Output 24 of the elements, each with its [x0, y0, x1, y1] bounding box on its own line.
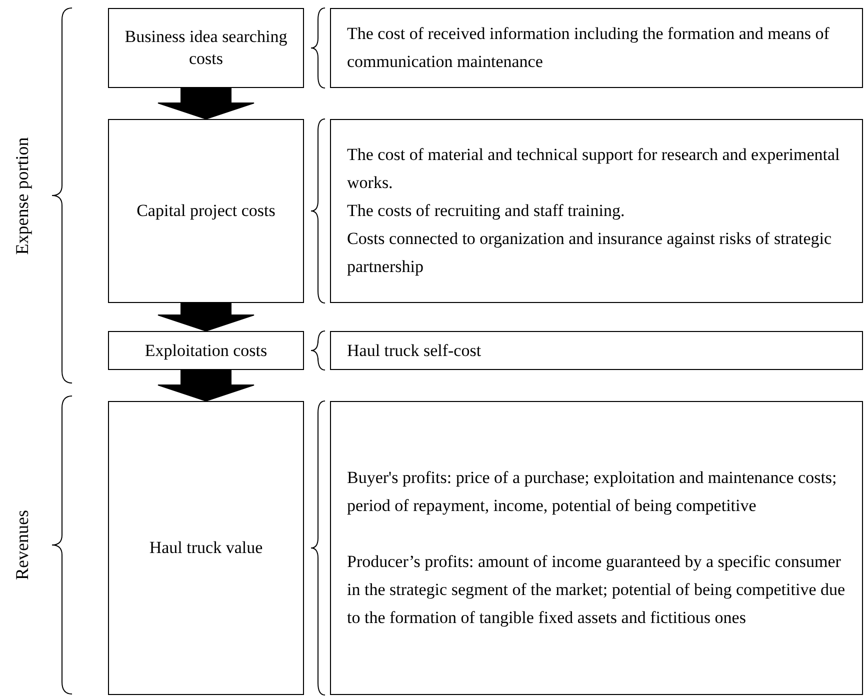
box-text: Costs connected to organization and insurance against risks of strategic partnership: [347, 228, 833, 278]
box-text: Producer’s profits: amount of income guaranteed by a specific consumer in the strategic segment of the market; potential of being competitive due to the formation of tangible fixed assets and fictitious ones: [347, 551, 846, 629]
box-text: Capital project costs: [136, 200, 276, 222]
description-box: [330, 401, 863, 695]
box-text: Business idea searching costs: [124, 26, 288, 70]
block-arrow: [158, 88, 254, 120]
description-box: [330, 331, 863, 370]
process-box: [108, 331, 304, 370]
process-box: [108, 8, 304, 88]
box-text: The costs of recruiting and staff training.: [347, 200, 625, 222]
box-text: Haul truck value: [149, 537, 263, 559]
box-text: The cost of material and technical support for research and experimental works.: [347, 144, 841, 194]
box-text: Haul truck self-cost: [347, 340, 482, 362]
section-label: Expense portion: [12, 137, 32, 255]
box-text: Exploitation costs: [144, 340, 268, 362]
box-text: The cost of received information including the formation and means of communication maintenance: [347, 23, 830, 73]
section-label: Revenues: [12, 510, 32, 580]
description-box: [330, 119, 863, 303]
block-arrow: [158, 370, 254, 402]
description-box: [330, 8, 863, 88]
process-box: [108, 119, 304, 303]
box-text: Buyer's profits: price of a purchase; exploitation and maintenance costs; period of repayment, income, potential of being competitive: [347, 467, 838, 517]
block-arrow: [158, 302, 254, 332]
process-box: [108, 401, 304, 695]
